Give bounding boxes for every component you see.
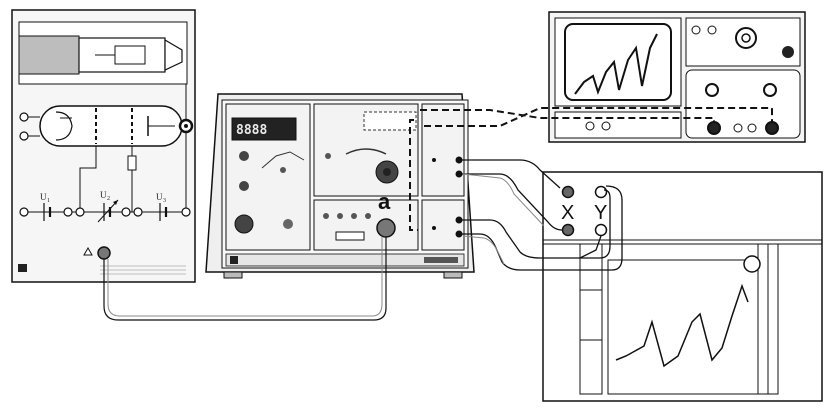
x-input-top [561,185,575,199]
cable-scope-1 [420,109,715,122]
y-input-top [594,185,608,199]
label-u1: U [40,192,47,202]
label-y: Y [594,202,607,224]
tube-panel: U 1 U 2 U 3 [11,9,196,283]
recorder-trace [615,283,749,368]
scope-input-ch1 [707,121,721,135]
output-socket-a [376,218,396,238]
cable-y-1 [459,189,611,259]
label-u3: U [156,192,163,202]
y-input-bottom [594,223,608,237]
cable-ground [103,237,387,321]
seven-segment-display: 8888 [236,123,267,138]
ground-socket [97,246,111,260]
cable-y-2 [459,185,623,271]
x-input-bottom [561,223,575,237]
warning-icon [83,246,93,256]
cable-scope-2 [409,119,418,231]
label-u1-sub: 1 [47,198,50,204]
cables [103,107,773,321]
scope-input-ch2 [765,121,779,135]
oscilloscope [548,11,806,143]
scope-trace [574,33,658,95]
cable-x-1 [459,159,561,189]
label-u2-sub: 2 [107,196,110,202]
center-knob-left [234,214,254,234]
xy-recorder: X Y [542,171,823,402]
label-x: X [561,202,574,224]
control-unit: 8888 a [205,93,475,279]
label-a: a [378,189,391,214]
label-u2: U [100,190,107,200]
label-u3-sub: 3 [163,198,166,204]
